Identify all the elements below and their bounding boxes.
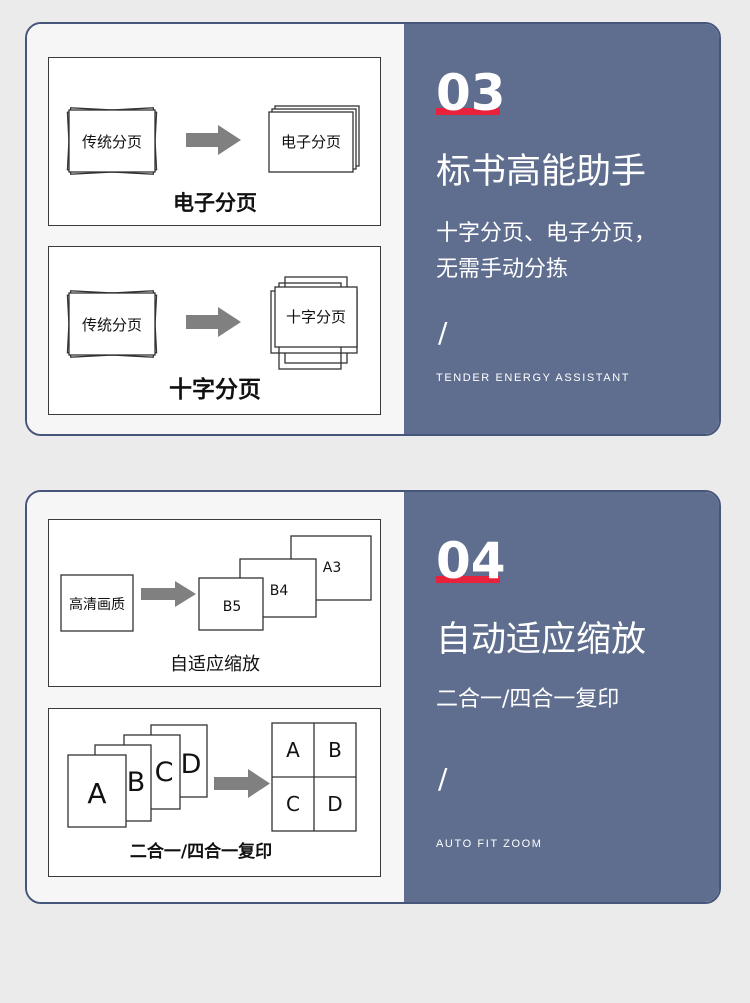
- source-page: 高清画质: [60, 574, 134, 632]
- feature-english-label: TENDER ENERGY ASSISTANT: [436, 372, 631, 384]
- page-size-label-b4: B4: [270, 583, 289, 599]
- diagram-caption: 十字分页: [169, 376, 261, 403]
- feature-info: 04 自动适应缩放 二合一/四合一复印 / AUTO FIT ZOOM: [404, 492, 719, 902]
- sheet-label-d: D: [181, 749, 202, 780]
- feature-number: 03: [436, 64, 506, 122]
- feature-desc-line-1: 二合一/四合一复印: [436, 687, 620, 712]
- grid-label-a: A: [286, 738, 300, 762]
- feature-desc-line-2: 无需手动分拣: [436, 257, 569, 282]
- source-label: 传统分页: [82, 316, 142, 334]
- divider-slash: /: [438, 762, 448, 795]
- page-size-stack: A3 B4 B5: [198, 535, 372, 631]
- sheet-stack: D C B A: [67, 724, 208, 828]
- divider-slash: /: [438, 316, 448, 349]
- sheet-label-a: A: [87, 777, 106, 810]
- arrow-right-icon: [186, 307, 241, 337]
- target-label: 十字分页: [286, 308, 346, 326]
- diagram-caption: 二合一/四合一复印: [130, 841, 272, 862]
- illustration-area: 高清画质 A3 B4 B5 自适应缩放: [27, 492, 404, 902]
- feature-title: 自动适应缩放: [436, 620, 647, 660]
- feature-card-04: 高清画质 A3 B4 B5 自适应缩放: [25, 490, 721, 904]
- target-label: 电子分页: [281, 133, 341, 151]
- arrow-right-icon: [141, 581, 196, 607]
- source-label: 高清画质: [69, 596, 125, 613]
- sheet-label-c: C: [155, 757, 174, 788]
- diagram-caption: 自适应缩放: [170, 654, 260, 675]
- page-size-label-a3: A3: [323, 560, 341, 576]
- traditional-paper-stack: 传统分页: [66, 107, 158, 175]
- diagram-auto-fit-zoom: 高清画质 A3 B4 B5 自适应缩放: [48, 519, 381, 687]
- source-label: 传统分页: [82, 133, 142, 151]
- grid-label-d: D: [327, 792, 342, 816]
- sheet-label-b: B: [127, 767, 146, 798]
- feature-desc-line-1: 十字分页、电子分页，: [436, 221, 657, 246]
- feature-english-label: AUTO FIT ZOOM: [436, 838, 543, 850]
- diagram-cross-paging: 传统分页 十字分页 十字分页: [48, 246, 381, 415]
- cross-paper-stack: 十字分页: [270, 276, 358, 370]
- feature-title: 标书高能助手: [436, 152, 647, 192]
- traditional-paper-stack: 传统分页: [66, 290, 158, 358]
- arrow-right-icon: [186, 125, 241, 155]
- diagram-electronic-paging: 传统分页 电子分页 电子分页: [48, 57, 381, 226]
- diagram-caption: 电子分页: [173, 191, 257, 215]
- feature-info: 03 标书高能助手 十字分页、电子分页， 无需手动分拣 / TENDER ENE…: [404, 24, 719, 434]
- grid-label-b: B: [328, 738, 342, 762]
- feature-number: 04: [436, 532, 506, 590]
- diagram-n-up-copy: D C B A A B C: [48, 708, 381, 877]
- number-underline: [436, 576, 500, 583]
- illustration-area: 传统分页 电子分页 电子分页: [27, 24, 404, 434]
- number-underline: [436, 108, 500, 115]
- feature-card-03: 传统分页 电子分页 电子分页: [25, 22, 721, 436]
- electronic-paper-stack: 电子分页: [268, 105, 360, 173]
- four-up-grid: A B C D: [271, 722, 357, 832]
- grid-label-c: C: [286, 792, 300, 816]
- arrow-right-icon: [214, 769, 270, 798]
- page-size-label-b5: B5: [223, 599, 242, 615]
